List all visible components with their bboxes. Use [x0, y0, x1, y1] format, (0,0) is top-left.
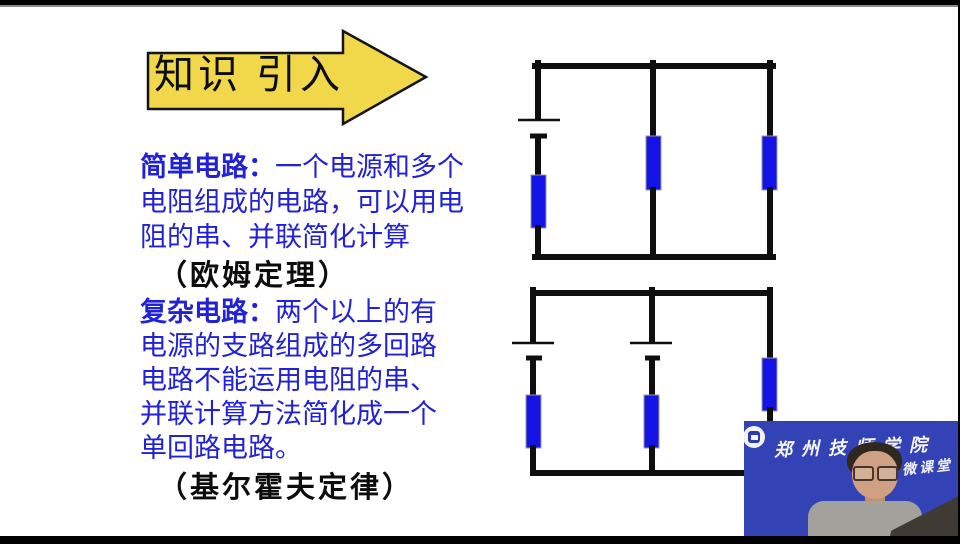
top-border-line: [0, 5, 960, 7]
webcam-overlay: 郑州技师学院 微课堂: [744, 421, 958, 536]
battery-icon: [518, 118, 560, 139]
term-body-simple: 一个电源和多个 电阻组成的电路，可以用电 阻的串、并联简化计算: [140, 152, 464, 252]
circuit-diagram-simple: [518, 60, 778, 260]
term-label-complex: 复杂电路：: [140, 297, 275, 327]
term-body-complex: 两个以上的有 电源的支路组成的多回路 电路不能运用电阻的串、 并联计算方法简化成…: [140, 297, 437, 463]
simple-circuit-definition: 简单电路：一个电源和多个 电阻组成的电路，可以用电 阻的串、并联简化计算: [140, 150, 510, 255]
channel-name: 微课堂: [901, 458, 954, 479]
resistor-icon: [525, 394, 542, 449]
resistor-icon: [645, 135, 662, 191]
complex-circuit-definition: 复杂电路：两个以上的有 电源的支路组成的多回路 电路不能运用电阻的串、 并联计算…: [140, 295, 510, 465]
glasses-icon: [853, 466, 874, 481]
resistor-icon: [761, 135, 778, 191]
resistor-icon: [761, 357, 778, 412]
presenter-face: [852, 451, 898, 499]
resistor-icon: [530, 174, 547, 229]
section-title: 知识 引入: [154, 52, 344, 97]
bottom-border: [0, 536, 960, 544]
right-border: [958, 0, 960, 544]
law-name-ohm: （欧姆定理）: [158, 260, 351, 292]
arrow-shape: [146, 28, 429, 127]
term-label-simple: 简单电路：: [140, 152, 275, 182]
resistor-icon: [643, 394, 660, 449]
battery-icon: [630, 341, 672, 361]
school-logo-glyph: [748, 431, 760, 443]
section-title-arrow: 知识 引入: [140, 28, 440, 128]
law-name-kirchhoff: （基尔霍夫定律）: [158, 472, 415, 504]
right-arrow-icon: [146, 28, 429, 127]
school-logo-icon: [744, 426, 765, 448]
circuit-diagram-complex: [512, 287, 778, 476]
glasses-icon: [877, 466, 898, 481]
battery-icon: [512, 341, 554, 361]
top-border: [0, 0, 960, 5]
